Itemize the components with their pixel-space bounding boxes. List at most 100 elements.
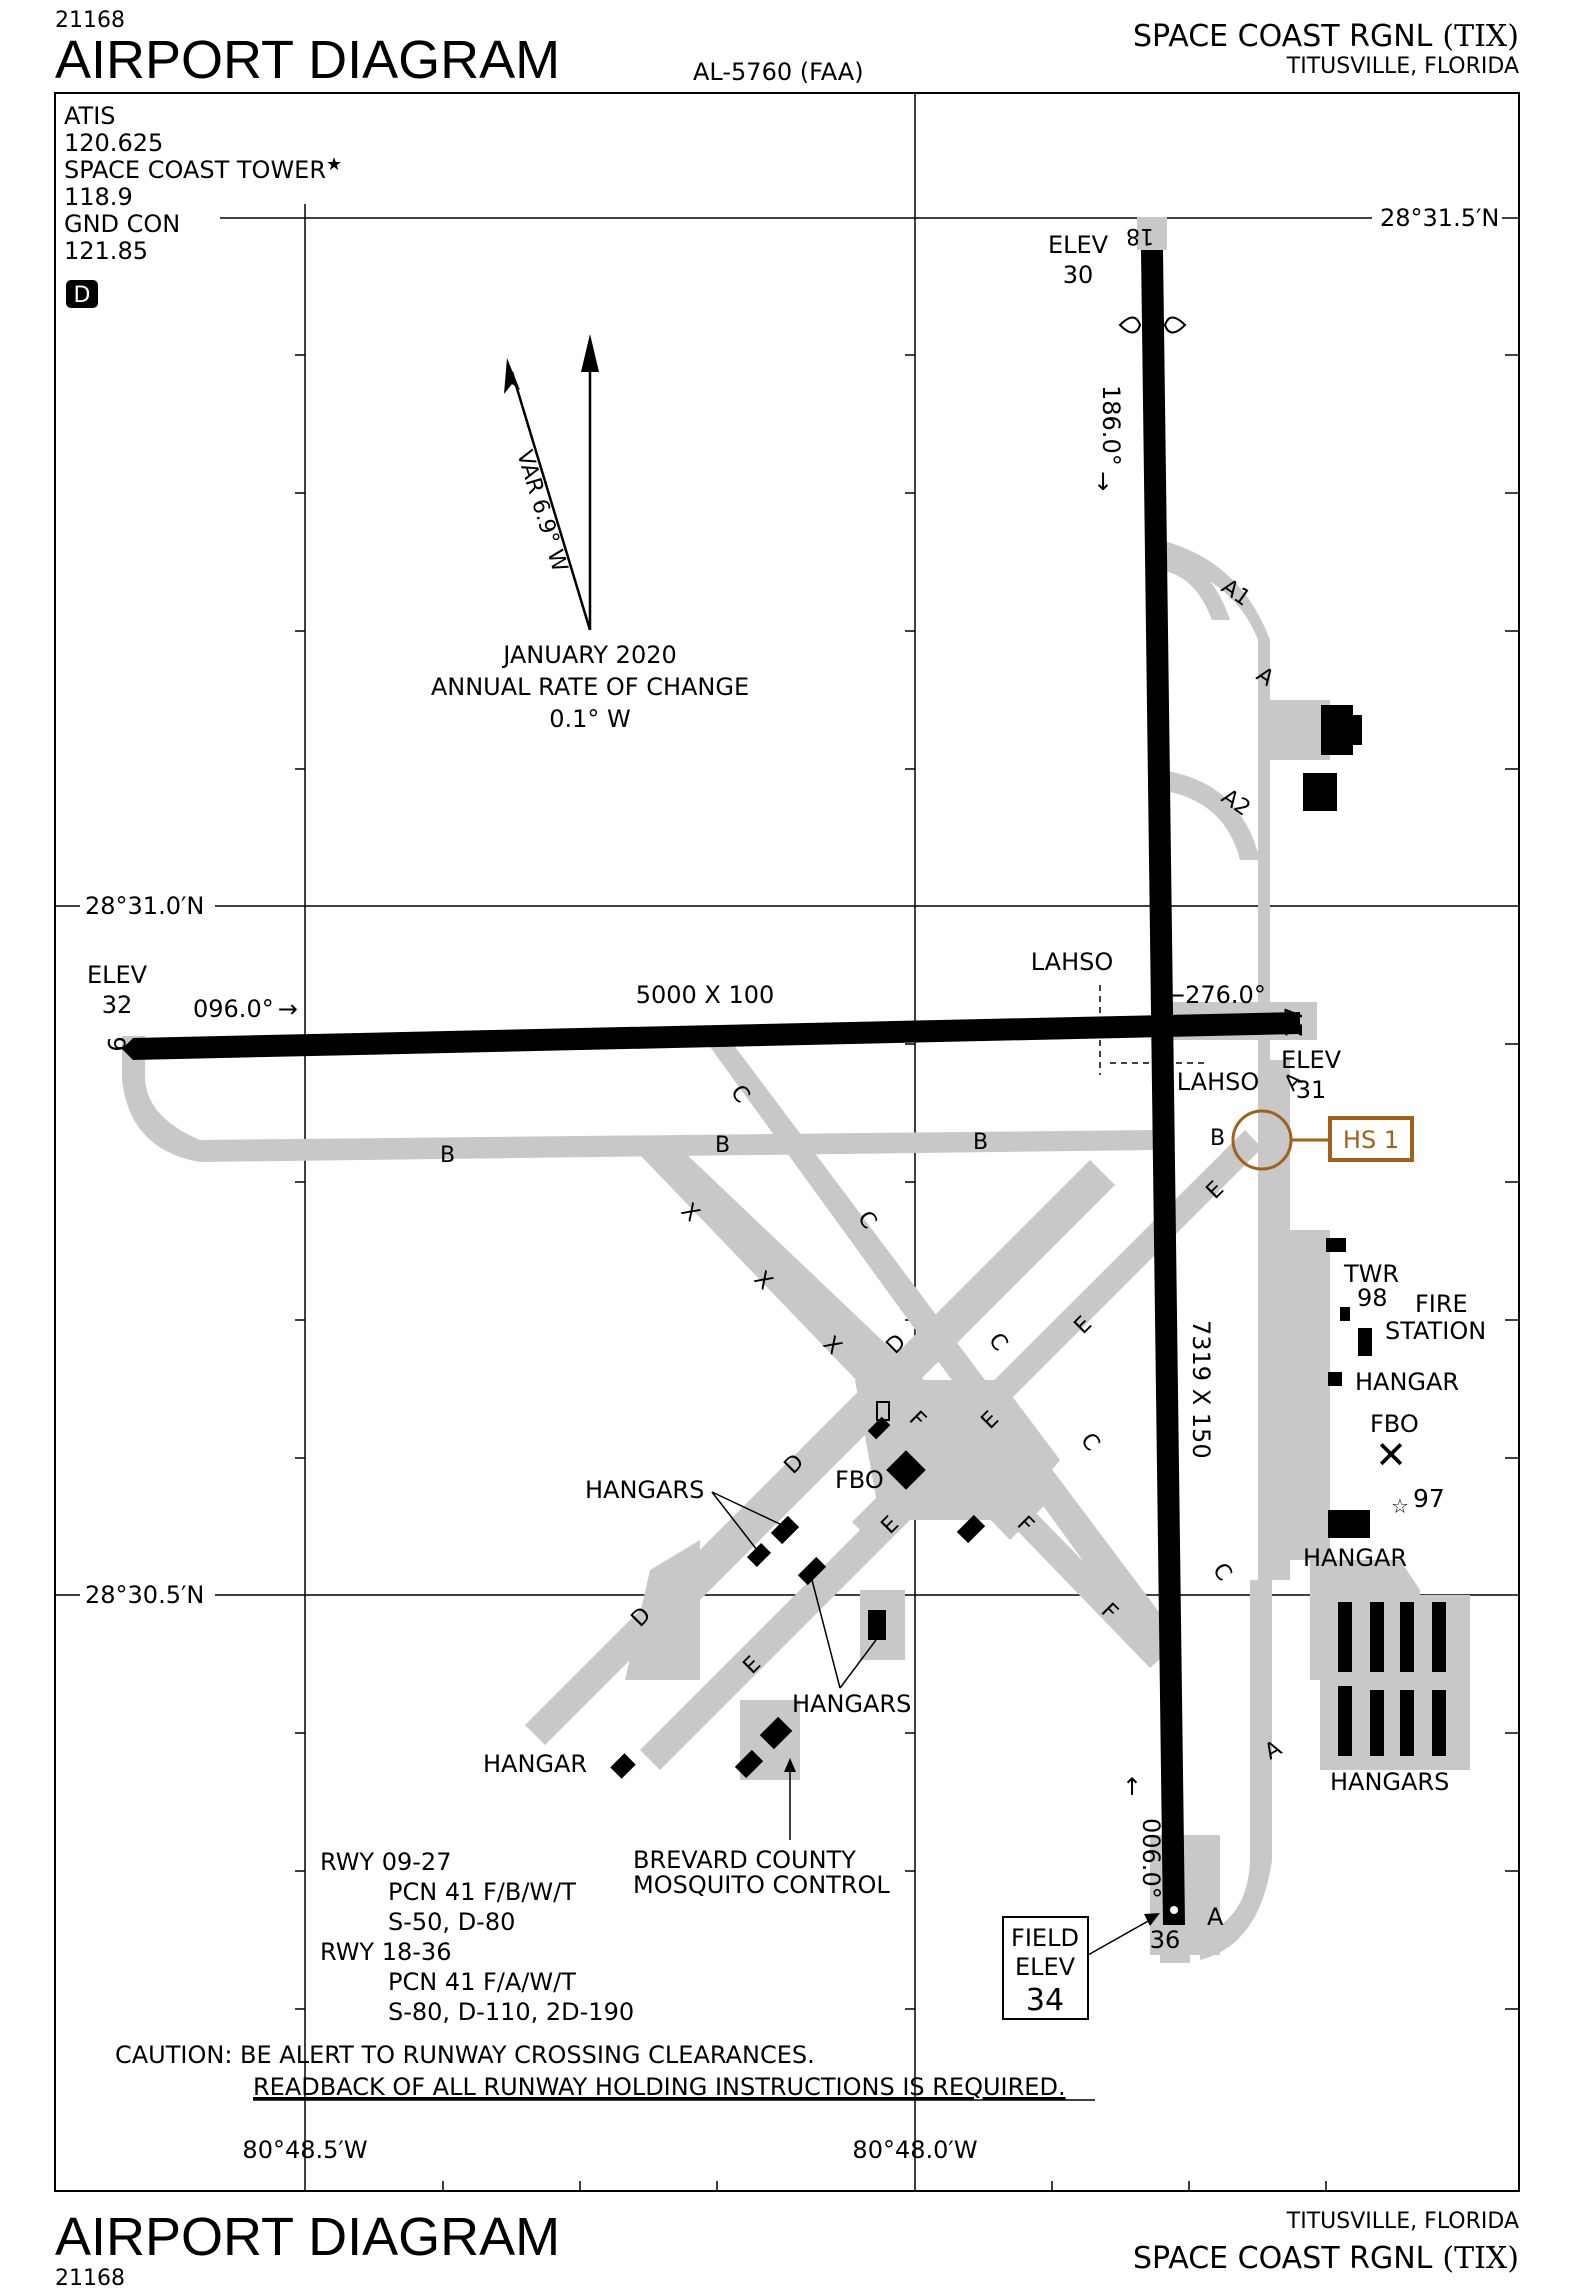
rwy9-elev-label: ELEV: [87, 961, 148, 989]
brevard-label-2: MOSQUITO CONTROL: [633, 1871, 890, 1899]
buildings: [610, 705, 1446, 1779]
hangar-block-a2: [1303, 773, 1337, 811]
fire-label-2: STATION: [1385, 1317, 1486, 1345]
city-top: TITUSVILLE, FLORIDA: [1286, 54, 1519, 79]
lat-north-label: 28°31.5′N: [1380, 204, 1499, 232]
tower-small: [1340, 1307, 1350, 1321]
runway-9-end: [122, 1038, 133, 1060]
t-hangar-6: [1370, 1690, 1384, 1756]
fuel-icon: [876, 1401, 890, 1421]
rwy9-heading-arrow: →: [278, 995, 298, 1023]
t-hangar-7: [1400, 1690, 1414, 1756]
t-hangar-3: [1400, 1602, 1414, 1672]
page-title-bottom: AIRPORT DIAGRAM: [55, 2207, 560, 2267]
hangars-center-label: HANGARS: [792, 1690, 911, 1718]
brevard-label-1: BREVARD COUNTY: [633, 1846, 856, 1874]
hangars-sw-leaders: [711, 1491, 783, 1551]
rwy18-elev-label: ELEV: [1048, 231, 1109, 259]
chart-frame: [54, 92, 1520, 2192]
hotspot-label: HS 1: [1343, 1126, 1399, 1154]
t-hangar-1: [1338, 1602, 1352, 1672]
magvar-arrows: [504, 334, 599, 631]
fbo-east-label: FBO: [1370, 1410, 1419, 1438]
fbo-building: [886, 1450, 926, 1490]
mosquito-control-1: [759, 1716, 793, 1750]
lon-east-label: 80°48.0′W: [852, 2136, 977, 2164]
twy-c-5: C: [1207, 1559, 1236, 1586]
tower-building: [1326, 1238, 1346, 1252]
hangar-block-a1b: [1348, 715, 1362, 745]
rwy9-heading: 096.0°→: [193, 995, 298, 1023]
magvar-rate-value: 0.1° W: [549, 705, 631, 733]
hangars-center-leaders: [811, 1579, 877, 1689]
twy-b-2: B: [715, 1133, 730, 1158]
rwy18-elev: 30: [1063, 261, 1094, 289]
tower-star-icon: ★: [326, 154, 342, 175]
field-elev-arrow: [1144, 1913, 1160, 1926]
rwy36-heading: 006.0°: [1137, 1818, 1165, 1899]
hangar-east-building: [1328, 1372, 1342, 1386]
comms-block: ATIS 120.625 SPACE COAST TOWER★ 118.9 GN…: [64, 102, 342, 308]
hangar-sw-5: [610, 1753, 636, 1779]
pcn-rwy1-value: PCN 41 F/B/W/T: [388, 1878, 576, 1906]
lat-south-label: 28°30.5′N: [85, 1581, 204, 1609]
rwy27-label: 27: [1280, 1007, 1308, 1038]
mosquito-leader-arrow: [784, 1758, 796, 1772]
rwy27-elev: 31: [1296, 1076, 1327, 1104]
rwy9-elev: 32: [102, 991, 133, 1019]
magvar-date: JANUARY 2020: [501, 641, 677, 669]
twr-num: 98: [1357, 1284, 1388, 1312]
pcn-rwy1: RWY 09-27: [320, 1848, 451, 1876]
gnd-freq: 121.85: [64, 237, 148, 265]
obstacle-num: 97: [1413, 1484, 1445, 1513]
fire-station-building: [1358, 1328, 1372, 1356]
pcn-rwy2-weight: S-80, D-110, 2D-190: [388, 1998, 634, 2026]
rwy27-heading: ←276.0°: [1165, 981, 1266, 1009]
fbo-center-label: FBO: [835, 1466, 884, 1494]
hangar-sw-label: HANGAR: [483, 1750, 587, 1778]
hotspot-box[interactable]: [1328, 1116, 1414, 1162]
magvar-rate-label: ANNUAL RATE OF CHANGE: [431, 673, 749, 701]
t-hangar-8: [1432, 1690, 1446, 1756]
lat-mid-label: 28°31.0′N: [85, 892, 204, 920]
chart-number-top: 21168: [55, 8, 125, 33]
rwy9-heading-text: 096.0°: [193, 995, 274, 1023]
fire-label-1: FIRE: [1415, 1290, 1468, 1318]
bldg-c1: [867, 1416, 891, 1440]
twy-c-3: C: [983, 1329, 1012, 1356]
airspace-badge-text: D: [74, 283, 91, 308]
page-title-top: AIRPORT DIAGRAM: [55, 30, 560, 90]
pcn-block: RWY 09-27 PCN 41 F/B/W/T S-50, D-80 RWY …: [320, 1848, 634, 2026]
rwy36-pad: [1160, 1925, 1190, 1963]
twr-label: TWR: [1343, 1260, 1399, 1288]
t-hangar-5: [1338, 1686, 1352, 1756]
t-hangar-4: [1432, 1602, 1446, 1672]
rwy36-label: 36: [1150, 1926, 1181, 1954]
hangars-se-label: HANGARS: [1330, 1768, 1449, 1796]
hangar-sw-1: [770, 1515, 800, 1545]
rwy18-heading-arrow: ↓: [1093, 468, 1113, 496]
rwy09-27-dims: 5000 X 100: [636, 981, 775, 1009]
lahso-label-2: LAHSO: [1177, 1068, 1260, 1096]
rwy18-pad: [1137, 217, 1167, 250]
rwy18-36-dims: 7319 X 150: [1187, 1320, 1215, 1459]
city-bottom: TITUSVILLE, FLORIDA: [1286, 2209, 1519, 2234]
twy-a-4: A: [1207, 1903, 1224, 1931]
airport-name-text: SPACE COAST RGNL: [1133, 19, 1433, 54]
rwy36-end-light-icon: [1170, 1906, 1178, 1914]
rwy36-heading-arrow: ↑: [1122, 1773, 1142, 1801]
twy-a-1: A: [1252, 662, 1279, 691]
rwy27-heading-arrow: ←: [1165, 981, 1185, 1009]
lahso-label-1: LAHSO: [1031, 948, 1114, 976]
airport-id-text: (TIX): [1442, 19, 1519, 54]
mosquito-control-2: [734, 1749, 764, 1779]
al-number: AL-5760 (FAA): [693, 58, 864, 86]
gnd-label: GND CON: [64, 210, 180, 238]
hangar-east-large-label: HANGAR: [1303, 1544, 1407, 1572]
fbo-cross-icon: ✕: [1375, 1433, 1407, 1477]
atis-freq: 120.625: [64, 129, 163, 157]
field-elev-box: [1002, 1916, 1089, 2020]
runway-18-36: [1141, 250, 1185, 1925]
hangar-east-large: [1328, 1510, 1370, 1538]
atis-label: ATIS: [64, 102, 116, 130]
